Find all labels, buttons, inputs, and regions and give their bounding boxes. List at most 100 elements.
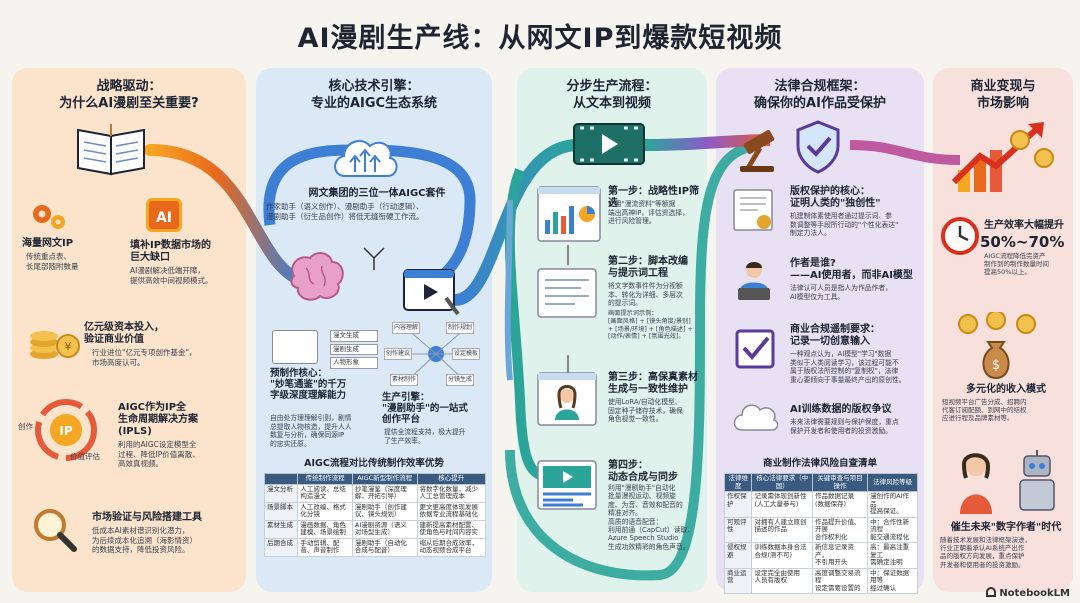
invest-desc: 行业进位"亿元专项创作基金"， 市场高度认可。 [92, 348, 197, 367]
originality-desc: 机建制体素使用者通过提示词、参 数调整等手段所行动的"个性化表达" 制定力法人。 [790, 212, 899, 237]
user-laptop-icon [738, 262, 770, 300]
table-header-cell: 传统制作流程 [297, 473, 353, 485]
step1-desc: 使用"漫流资料"等额据 端出高神IP，评估资选择， 进行风险管理。 [608, 200, 689, 225]
table-cell: 漫剧助手（创作建 议、镜头规划） [351, 501, 418, 521]
step2-desc: 将文字数事件件为分视额 本、转化为详细、多层次 的提示词。 [608, 282, 683, 307]
invest-title: 亿元级资本投入， 验证商业价值 [84, 322, 164, 345]
video-editor-icon [403, 269, 460, 316]
legal-risk-checklist-table: 法律维度核心法律要求（中国）关键审查与项目操作法律风险等级作权保护记录需体现创新… [723, 473, 918, 594]
script-document-icon [537, 268, 597, 318]
table-row: 漫文分析人工阅读、总结 构造漫文抄笔漫鉴（深度理 解，开拓引导）将数字化数量，减… [263, 483, 487, 503]
table-header-cell: 法律维度 [723, 473, 753, 492]
efficiency-value: 50%~70% [980, 233, 1065, 251]
step2-title: 第二步：脚本改编 与提示词工程 [608, 256, 688, 279]
risk-title: 市场验证与风险搭建工具 [92, 512, 202, 523]
future-title: 催生未来"数字作者"时代 [950, 522, 1062, 533]
ip-cycle-icon [35, 399, 97, 461]
table-cell: 对拥有人建立原创 描述的作品 [751, 516, 813, 543]
trinity-desc: 作家助手（语义创作）、漫剧助手（行动逻辑）、 漫剧助手（衍生品创作）将低无缝衔硬… [266, 202, 424, 221]
film-play-icon [573, 123, 645, 165]
table-header-cell [263, 473, 299, 485]
cloud-upload-icon [334, 140, 398, 177]
table-cell: 中：合作性新流程 能交通流程化 [867, 516, 918, 543]
checkbox-icon [735, 329, 775, 369]
table-cell: 建新提高素材配置、 使角色与时间内容实 [416, 519, 487, 539]
training-data-title: AI训练数据的版权争议 [790, 404, 892, 415]
svg-text:¥: ¥ [65, 340, 72, 353]
step2-prompt-formula: 画面提示词示例： [画面风格] + [镜头角度/景别] + [场景/环境] + … [608, 310, 693, 341]
engine-desc: 提供全流程支持，极大提升 了生产效率。 [384, 428, 466, 445]
iple-title: AIGC作为IP全 生命周期解决方案 (IPLS) [118, 402, 198, 437]
growth-chart-coins-icon [951, 122, 1054, 192]
table-row: 侵权规避训练数据本身合法 合规(测不可)新信息记录资产， 不引用开头高：最高注重… [723, 542, 918, 569]
col1-heading: 战略驱动： 为什么AI漫剧至关重要? [59, 79, 199, 111]
brain-icon [290, 252, 344, 301]
table-cell: 作品数据记录 (数据保存) [811, 491, 869, 518]
table-cell: 手动剪辑、配 音、声音制作 [297, 537, 353, 557]
document-stack-icon [272, 330, 318, 364]
table-row: 后期合成手动剪辑、配 音、声音制作漫剧助手（自动化 合成与配音）缩从后期合成效率… [263, 537, 487, 557]
tag-item: 人物形象 [330, 357, 378, 369]
coins-icon: ¥ [30, 331, 80, 359]
table-cell: 缩从后期合成效率， 动态视频合成平台 [416, 537, 487, 557]
author-title: 作者是谁? ——AI使用者，而非AI模型 [790, 258, 913, 281]
tag-item: 漫剧生成 [330, 343, 378, 355]
core-desc: 自由处方理理解引则，剧情 总提取人物核造，提升人人 数复与分析，确保同源IP 的… [270, 414, 352, 448]
table-cell: 将数字化数量，减少 人工总管理成本 [416, 483, 487, 503]
efficiency-desc: AIGC流程降低完资产 制作到的制作数量时间 提高50%以上。 [984, 252, 1049, 277]
table-cell: 人工改编、格式 化分镜 [297, 501, 353, 521]
table-cell: 后期合成 [263, 537, 299, 557]
step3-desc: 使用LoRA/自动化模型、 固定种子储存技术，确保 角色视觉一致性。 [608, 398, 683, 423]
ip-cycle-label-value: 价值评估 [70, 452, 100, 461]
table-cell: 场景脚本 [263, 501, 299, 521]
table-header-cell: 法律风险等级 [867, 473, 918, 492]
table-cell: 抄笔漫鉴（深度理 解，开拓引导） [351, 483, 418, 503]
table-cell: 高度调整交易流程 设定需要设置的 [811, 567, 869, 594]
tag-list: 漫文生成 漫剧生成 人物形象 [330, 330, 378, 369]
income-title: 多元化的收入模式 [966, 384, 1046, 395]
step3-title: 第三步：高保真素材 生成与一致性维护 [608, 372, 698, 395]
efficiency-table-title: AIGC流程对比传统制作效率优势 [304, 458, 444, 469]
brand-logo: NotebookLM [986, 587, 1070, 599]
table-row: 商业运营设定完全由使用 人员有版权高度调整交易流程 设定需要设置的中：保证数据用… [723, 567, 918, 594]
dashboard-chart-icon [537, 186, 601, 242]
engine-title: 生产引擎： "漫剧助手"的一站式 创作平台 [382, 392, 468, 425]
table-cell: 记录需体现创新性 (人工大量参与) [751, 491, 813, 518]
table-cell: 中：保证数据用等 经过确认 [867, 567, 918, 594]
table-cell: 素材生成 [263, 519, 299, 539]
table-cell: 高：最高注重复工 需确定注明 [867, 542, 918, 569]
iple-desc: 利用的AIGC设定模型全 过程、降低IP价值离散、 高效真视频。 [118, 440, 200, 468]
ai-desc: AI漫剧解决低端开障， 提供高效中间视频模式。 [130, 266, 213, 285]
table-row: 场景脚本人工改编、格式 化分镜漫剧助手（创作建 议、镜头规划）更文更高度体现发展… [263, 501, 487, 521]
author-desc: 法律认可人员是指人为作品作者， AI模型仅为工具。 [790, 284, 892, 301]
workflow-node: 设定模板 [452, 348, 481, 360]
table-cell: 漫剧助手（自动化 合成与配音） [351, 537, 418, 557]
magnifier-icon [34, 509, 77, 552]
gears-icon [33, 205, 65, 229]
table-cell: AI漫剧资源（语义 对场型生成） [351, 519, 418, 539]
col5-heading: 商业变现与 市场影响 [970, 79, 1036, 111]
workflow-node: 制作规划 [446, 322, 475, 334]
notebooklm-icon [986, 587, 997, 597]
tag-item: 漫文生成 [330, 330, 378, 342]
originality-title: 版权保护的核心： 证明人类的"独创性" [790, 186, 881, 209]
ip-title: 海量网文IP [22, 238, 74, 249]
table-cell: 作权保护 [723, 491, 753, 518]
table-header-cell: AIGC新型制作流程 [351, 473, 418, 485]
input-record-title: 商业合规遥制要求： 记录一切创意输入 [790, 324, 880, 347]
cloud-data-icon [733, 404, 778, 431]
col2-heading: 核心技术引擎： 专业的AIGC生态系统 [310, 79, 438, 111]
clock-icon [941, 217, 979, 255]
workflow-node: 素材制作 [390, 374, 419, 386]
trinity-title: 网文集团的三位一体AIGC套件 [308, 188, 446, 199]
workflow-node: 内容理解 [392, 322, 421, 334]
page-title: AI漫剧生产线：从网文IP到爆款短视频 [297, 23, 783, 54]
svg-text:$: $ [992, 358, 1000, 373]
workflow-node: 分镜生成 [446, 374, 475, 386]
table-cell: 漫创作的AI作品 提高保证。 [867, 491, 918, 518]
efficiency-title: 生产效率大幅提升 [984, 220, 1064, 231]
legal-checklist-title: 商业制作法律风险自查清单 [762, 458, 877, 469]
step4-desc: 利用"漫剧助手"自动化 批量漫视运动、视频旋 度、为音、音效和配音的 精准对齐。… [608, 484, 695, 551]
video-timeline-icon [537, 460, 597, 510]
table-header-cell: 核心提升 [416, 473, 487, 485]
